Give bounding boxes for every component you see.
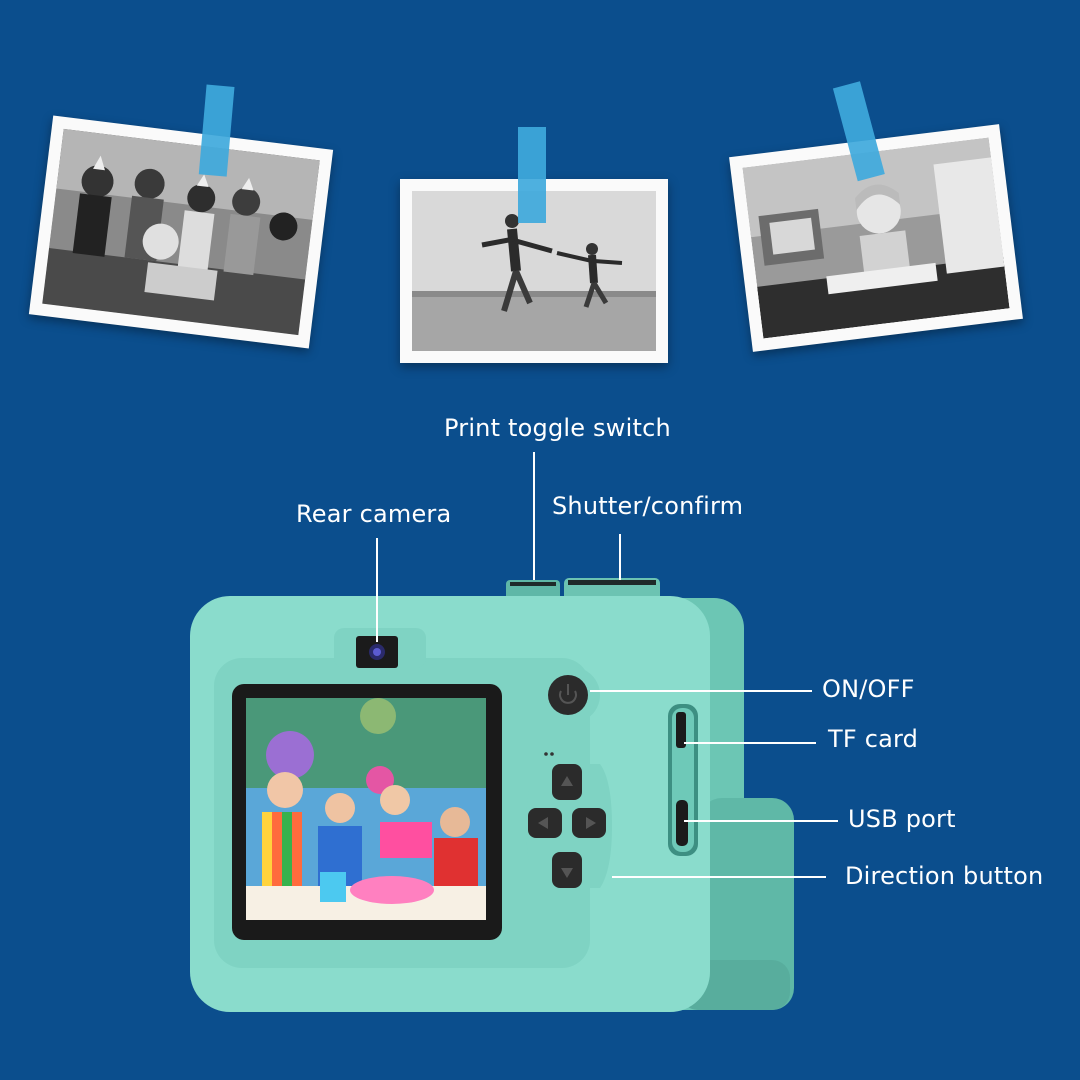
study-photo-image (742, 137, 1010, 339)
label-direction-button: Direction button (845, 862, 1044, 890)
study-photo (729, 81, 1023, 352)
tf-card-slot[interactable] (676, 712, 686, 748)
label-tf-card: TF card (828, 725, 919, 753)
screen-image (246, 698, 486, 920)
label-on-off: ON/OFF (822, 675, 915, 703)
label-usb-port: USB port (848, 805, 956, 833)
leader-on-off (590, 690, 812, 692)
leader-print-toggle (533, 452, 535, 580)
beach-photo (400, 127, 668, 363)
leader-rear-camera (376, 538, 378, 642)
label-print-toggle: Print toggle switch (444, 414, 671, 442)
party-photo (28, 84, 334, 349)
beach-photo-image (412, 191, 656, 351)
label-rear-camera: Rear camera (296, 500, 452, 528)
leader-usb-port (684, 820, 838, 822)
label-shutter: Shutter/confirm (552, 492, 744, 520)
leader-direction-button (612, 876, 826, 878)
leader-shutter (619, 534, 621, 580)
tape (518, 127, 546, 223)
leader-tf-card (684, 742, 816, 744)
party-photo-image (42, 128, 320, 336)
usb-port[interactable] (676, 800, 688, 846)
